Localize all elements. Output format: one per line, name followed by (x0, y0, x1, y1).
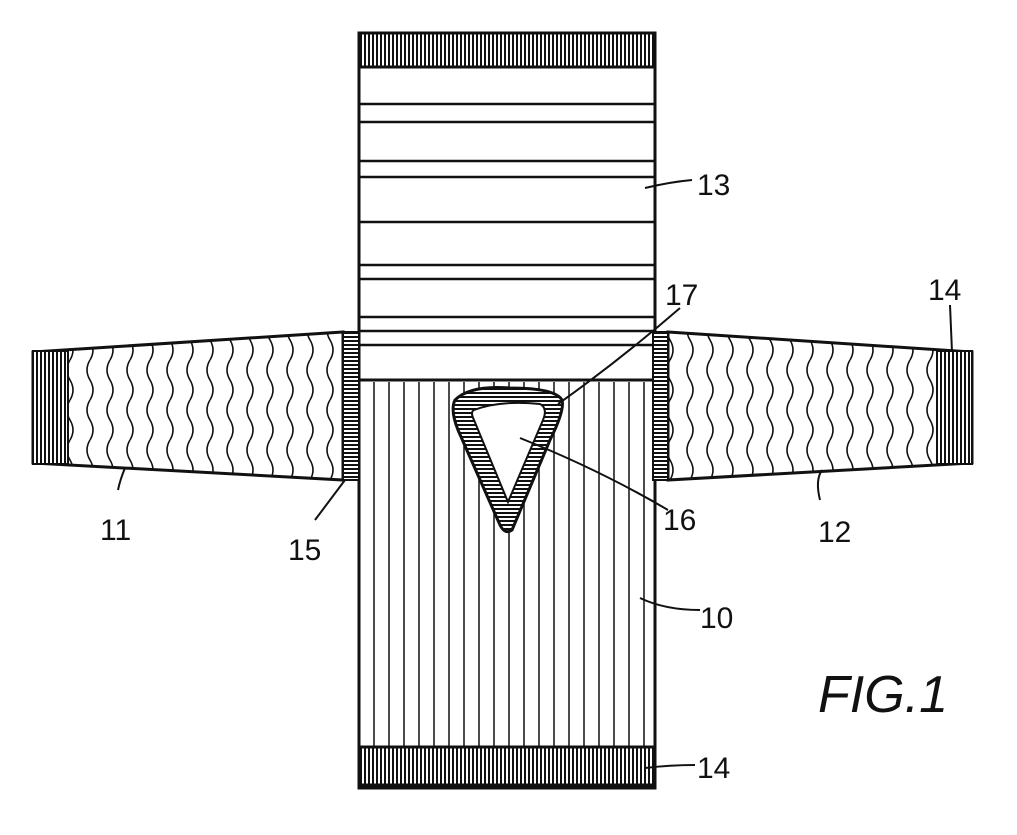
label-11: 11 (100, 514, 131, 547)
label-16: 16 (663, 504, 696, 537)
label-15: 15 (288, 534, 321, 567)
left-wing (33, 332, 359, 480)
right-wing (653, 332, 972, 480)
label-10: 10 (700, 602, 733, 635)
label-12: 12 (818, 516, 851, 549)
label-13: 13 (697, 169, 730, 202)
right-strip (653, 332, 668, 480)
label-17: 17 (665, 279, 698, 312)
label-14-bottom: 14 (697, 752, 730, 785)
figure-title: FIG.1 (818, 666, 948, 724)
left-strip (343, 332, 359, 480)
upper-body (359, 33, 655, 380)
label-14-right: 14 (928, 274, 961, 307)
